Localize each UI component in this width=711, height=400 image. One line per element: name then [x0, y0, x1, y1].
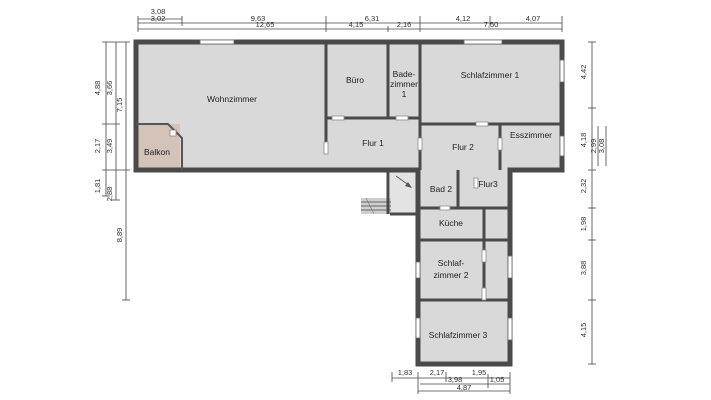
dim-top-4-15: 4,15: [349, 20, 364, 29]
dim-top-2-16: 2,16: [397, 20, 412, 29]
label-badezimmer1-line3: 1: [402, 89, 407, 99]
dim-right-2-99: 2,99: [589, 139, 598, 154]
entrance-stairs: [361, 175, 412, 215]
dim-top-3-08: 3,08: [151, 7, 166, 16]
dim-top-4-07: 4,07: [526, 14, 541, 23]
dim-right-4-18: 4,18: [579, 133, 588, 148]
label-schlafzimmer2-line1: Schlaf-: [438, 258, 465, 268]
dim-top-4-12: 4,12: [456, 14, 471, 23]
label-schlafzimmer2-line2: zimmer 2: [434, 270, 469, 280]
label-kueche: Küche: [439, 218, 463, 228]
doors: [169, 115, 503, 301]
dim-left-3-49: 3,49: [105, 139, 114, 154]
upper-wing-floor: [136, 42, 562, 170]
label-flur3: Flur3: [478, 179, 498, 189]
dim-bottom-1-95: 1,95: [472, 368, 487, 377]
dim-right-1-98: 1,98: [579, 217, 588, 232]
dim-right-3-08: 3,08: [597, 139, 606, 154]
room-labels: Wohnzimmer Büro Bade- zimmer 1 Schlafzim…: [144, 69, 552, 340]
dim-top-12-65: 12,65: [256, 20, 275, 29]
label-buero: Büro: [346, 75, 364, 85]
dim-right-2-32: 2,32: [579, 179, 588, 194]
dim-left-7-15: 7,15: [115, 98, 124, 113]
dim-left-1-81: 1,81: [93, 179, 102, 194]
dim-left-2-88: 2,88: [105, 187, 114, 202]
dim-bottom-4-87: 4,87: [457, 383, 472, 392]
label-schlafzimmer3: Schlafzimmer 3: [429, 330, 488, 340]
dim-right-4-15: 4,15: [579, 323, 588, 338]
label-bad2: Bad 2: [430, 184, 452, 194]
room-fills: [136, 42, 562, 364]
dim-left-4-88: 4,88: [93, 81, 102, 96]
label-badezimmer1-line1: Bade-: [393, 69, 416, 79]
label-balkon: Balkon: [144, 147, 170, 157]
dim-bottom-3-98: 3,98: [448, 375, 463, 384]
dim-left-3-66: 3,66: [105, 81, 114, 96]
dim-left-8-89: 8,89: [115, 228, 124, 243]
lower-wing-floor: [418, 170, 510, 364]
stair-landing: [390, 170, 418, 214]
outer-wall: [133, 39, 565, 367]
label-esszimmer: Esszimmer: [510, 130, 552, 140]
dim-right-4-42: 4,42: [579, 65, 588, 80]
dim-top-6-31: 6,31: [365, 14, 380, 23]
dim-bottom-1-83: 1,83: [398, 368, 413, 377]
dim-left-2-17: 2,17: [93, 139, 102, 154]
label-flur2: Flur 2: [452, 142, 474, 152]
label-flur1: Flur 1: [362, 138, 384, 148]
dim-top-3-02: 3,02: [151, 14, 166, 23]
dim-right-3-88: 3,88: [579, 261, 588, 276]
dim-top-9-63: 9,63: [251, 14, 266, 23]
windows: [199, 39, 565, 341]
label-wohnzimmer: Wohnzimmer: [207, 94, 257, 104]
dimension-labels: 3,08 3,02 9,63 12,65 6,31 4,15 2,16 4,12…: [93, 7, 606, 392]
dim-bottom-2-17: 2,17: [430, 368, 445, 377]
dim-bottom-1-05: 1,05: [490, 375, 505, 384]
label-schlafzimmer1: Schlafzimmer 1: [461, 70, 520, 80]
dimension-lines: [102, 16, 607, 394]
label-badezimmer1-line2: zimmer: [390, 79, 418, 89]
dim-top-7-50: 7,50: [484, 20, 499, 29]
